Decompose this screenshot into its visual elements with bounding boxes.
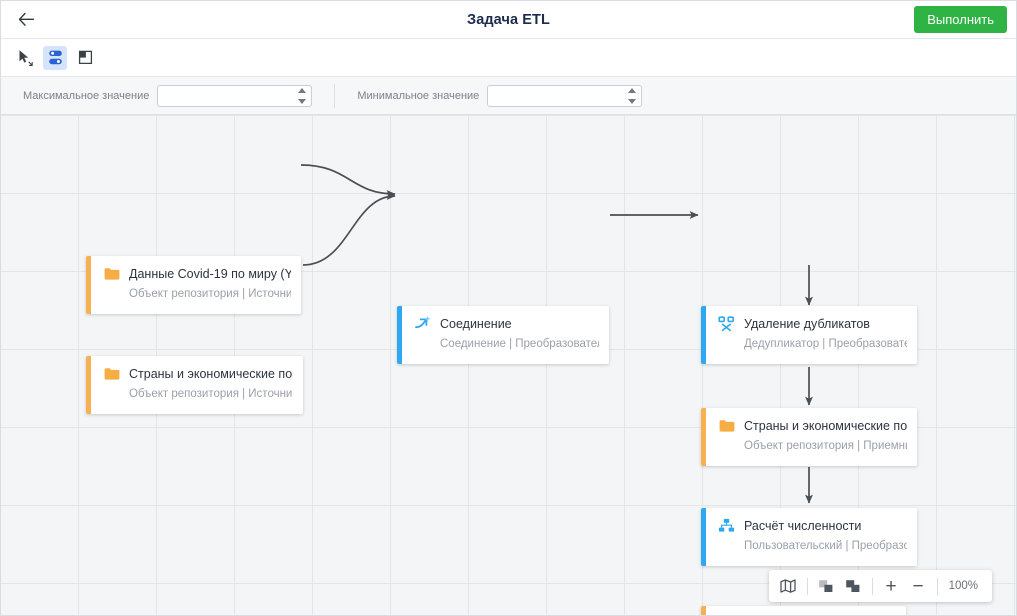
pipeline-canvas[interactable]: Данные Covid-19 по миру (Yan… Объект реп… bbox=[1, 115, 1016, 615]
min-value-input[interactable] bbox=[487, 84, 643, 107]
node-title: Расчёт численности bbox=[744, 518, 862, 533]
zoom-in-button[interactable]: + bbox=[878, 573, 905, 599]
divider bbox=[806, 577, 808, 595]
back-button[interactable] bbox=[9, 3, 43, 37]
run-button[interactable]: Выполнить bbox=[914, 6, 1007, 33]
node-accent bbox=[86, 256, 91, 314]
node-countries-source[interactable]: Страны и экономические пок… Объект репоз… bbox=[86, 356, 303, 414]
arrow-left-icon bbox=[18, 12, 34, 26]
folder-icon bbox=[718, 417, 735, 434]
node-covid-source[interactable]: Данные Covid-19 по миру (Yan… Объект реп… bbox=[86, 256, 301, 314]
node-subtitle: Объект репозитория | Приемник bbox=[744, 440, 907, 452]
min-value-stepper[interactable] bbox=[627, 87, 636, 104]
resize-tool[interactable] bbox=[73, 46, 97, 70]
node-title: Страны и экономические пок… bbox=[744, 418, 907, 433]
tool-strip bbox=[1, 39, 1016, 77]
folder-icon bbox=[103, 265, 120, 282]
filter-min-label: Минимальное значение bbox=[357, 89, 480, 102]
max-value-input[interactable] bbox=[157, 84, 313, 107]
divider bbox=[871, 577, 873, 595]
fit-map-button[interactable] bbox=[775, 573, 802, 599]
plus-icon: + bbox=[885, 575, 897, 597]
app-header: Задача ETL Выполнить bbox=[1, 1, 1016, 39]
node-join[interactable]: Соединение Соединение | Преобразователь bbox=[397, 306, 609, 364]
join-icon bbox=[414, 315, 431, 332]
node-accent bbox=[397, 306, 402, 364]
node-summary-table-sink[interactable]: Таблица (суммарная … Объект репозитория … bbox=[701, 606, 906, 615]
node-subtitle: Объект репозитория | Источник bbox=[129, 288, 291, 300]
node-accent bbox=[701, 408, 706, 466]
node-accent bbox=[86, 356, 91, 414]
filter-bar: Максимальное значение Минимальное значен… bbox=[1, 77, 1016, 115]
zoom-to-fit-button[interactable] bbox=[840, 573, 867, 599]
node-subtitle: Соединение | Преобразователь bbox=[440, 338, 599, 350]
node-subtitle: Пользовательский | Преобразова… bbox=[744, 540, 907, 552]
zoom-toolbar: + − 100% bbox=[768, 570, 992, 602]
divider bbox=[936, 577, 938, 595]
zoom-out-button[interactable]: − bbox=[905, 573, 932, 599]
max-value-stepper[interactable] bbox=[297, 87, 306, 104]
layout-tool[interactable] bbox=[43, 45, 67, 70]
zoom-to-selection-button[interactable] bbox=[813, 573, 840, 599]
node-countries-sink[interactable]: Страны и экономические пок… Объект репоз… bbox=[701, 408, 917, 466]
hierarchy-icon bbox=[718, 517, 735, 534]
node-population-calc[interactable]: Расчёт численности Пользовательский | Пр… bbox=[701, 508, 917, 566]
fit-content-icon bbox=[846, 579, 860, 592]
filter-min-value: Минимальное значение bbox=[334, 83, 664, 108]
cursor-arrow-icon bbox=[19, 49, 33, 66]
folder-icon bbox=[103, 365, 120, 382]
node-accent bbox=[701, 306, 706, 364]
pointer-select-tool[interactable] bbox=[13, 46, 37, 70]
node-subtitle: Дедупликатор | Преобразователь bbox=[744, 338, 907, 350]
node-title: Данные Covid-19 по миру (Yan… bbox=[129, 266, 291, 281]
filter-max-label: Максимальное значение bbox=[23, 89, 150, 102]
node-title: Страны и экономические пок… bbox=[129, 366, 293, 381]
node-accent bbox=[701, 508, 706, 566]
node-subtitle: Объект репозитория | Источник bbox=[129, 388, 293, 400]
deduplicate-icon bbox=[718, 315, 735, 332]
page-title: Задача ETL bbox=[467, 11, 550, 28]
node-title: Удаление дубликатов bbox=[744, 316, 870, 331]
minus-icon: − bbox=[912, 575, 924, 597]
zoom-level-label: 100% bbox=[948, 580, 978, 592]
node-accent bbox=[701, 606, 706, 615]
map-icon bbox=[780, 579, 796, 593]
fit-selection-icon bbox=[819, 579, 833, 592]
filter-max-value: Максимальное значение bbox=[23, 84, 334, 107]
node-title: Соединение bbox=[440, 316, 512, 331]
node-dedup[interactable]: Удаление дубликатов Дедупликатор | Преоб… bbox=[701, 306, 917, 364]
fit-window-icon bbox=[78, 50, 92, 65]
node-layout-icon bbox=[48, 50, 62, 65]
